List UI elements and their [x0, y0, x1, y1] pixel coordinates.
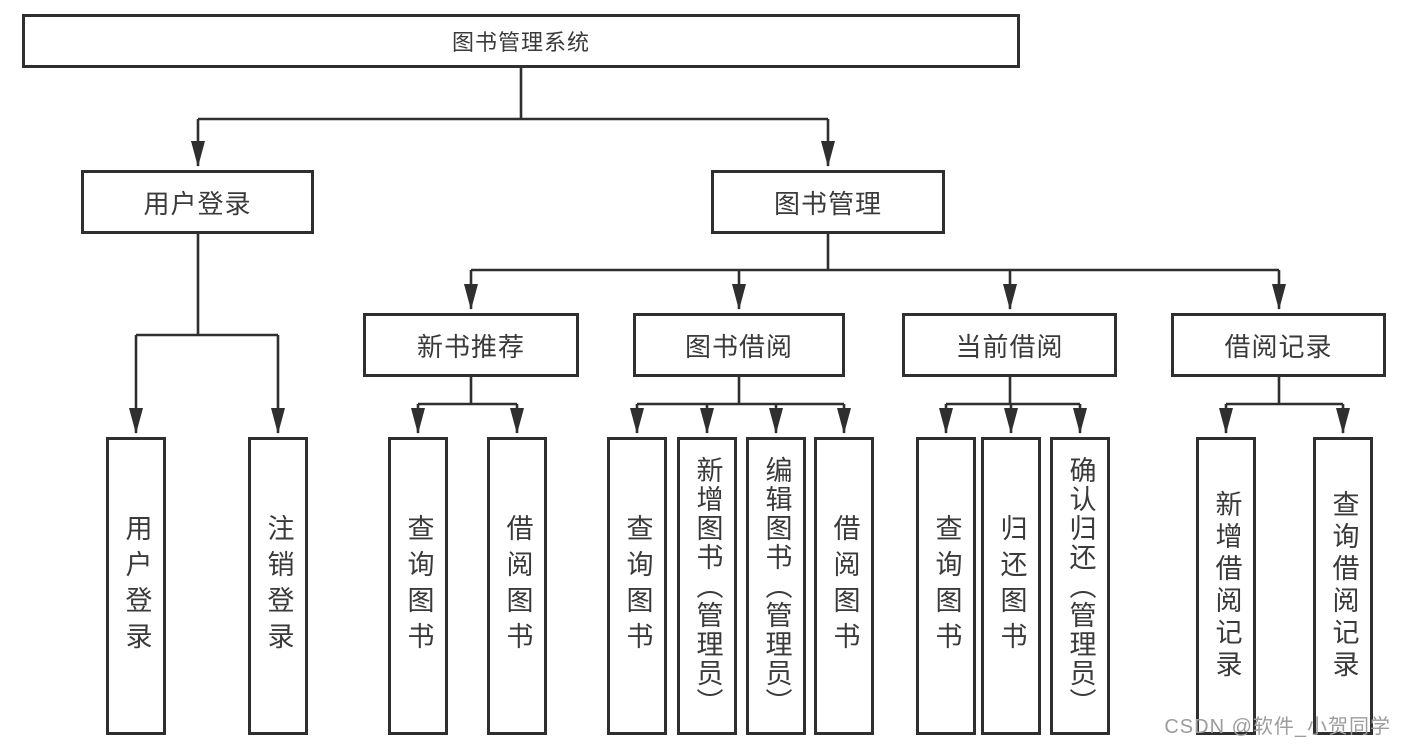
- leaf-user-login: 用户登录: [106, 437, 166, 735]
- leaf-confirm-return-admin: 确认归还（管理员）: [1050, 437, 1110, 735]
- node-book-borrowing: 图书借阅: [633, 313, 845, 377]
- leaf-add-book-admin: 新增图书（管理员）: [677, 437, 737, 735]
- leaf-edit-book-admin: 编辑图书（管理员）: [746, 437, 806, 735]
- leaf-query-borrow-record: 查询借阅记录: [1313, 437, 1373, 735]
- node-user-login: 用户登录: [81, 170, 314, 234]
- leaf-return-books: 归还图书: [981, 437, 1041, 735]
- node-library-management-system: 图书管理系统: [22, 14, 1020, 68]
- node-new-book-recommend: 新书推荐: [363, 313, 579, 377]
- leaf-borrow-books-recommend: 借阅图书: [487, 437, 547, 735]
- node-borrowing-records: 借阅记录: [1171, 313, 1386, 377]
- leaf-query-books-recommend: 查询图书: [388, 437, 448, 735]
- leaf-query-books-borrowing: 查询图书: [607, 437, 667, 735]
- leaf-logout: 注销登录: [248, 437, 308, 735]
- leaf-query-books-current: 查询图书: [916, 437, 976, 735]
- csdn-watermark: CSDN @软件_小贺同学: [1164, 716, 1391, 738]
- node-current-borrowing: 当前借阅: [902, 313, 1117, 377]
- leaf-add-borrow-record: 新增借阅记录: [1196, 437, 1256, 735]
- node-book-management: 图书管理: [711, 170, 945, 234]
- leaf-borrow-books-borrowing: 借阅图书: [814, 437, 874, 735]
